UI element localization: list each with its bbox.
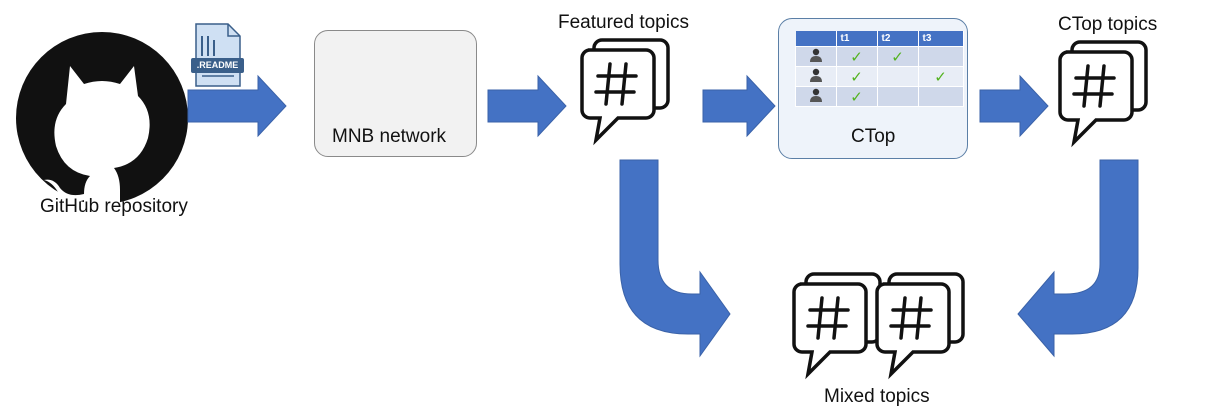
check-mark: [917, 46, 964, 67]
mnb-network-box: [314, 30, 477, 157]
arrow-featured-to-mixed: [619, 159, 731, 358]
ctop-header-t1: t1: [836, 31, 878, 47]
check-mark: ✓: [876, 46, 919, 67]
check-mark: [917, 86, 964, 107]
user-icon: [809, 68, 822, 82]
check-mark: ✓: [917, 66, 964, 87]
check-mark: ✓: [835, 66, 878, 87]
ctop-table: t1 t2 t3 ✓ ✓ ✓ ✓ ✓: [795, 31, 964, 107]
arrow-mnb-to-featured: [487, 74, 567, 138]
ctop-topics-icon: [1058, 40, 1148, 144]
readme-file-icon: [191, 23, 244, 87]
github-repository-label: GitHub repository: [40, 196, 188, 217]
table-row: ✓ ✓: [795, 66, 964, 87]
check-mark: ✓: [835, 86, 878, 107]
user-icon: [809, 88, 822, 102]
ctop-topics-label: CTop topics: [1058, 14, 1158, 35]
mixed-topics-label: Mixed topics: [824, 386, 930, 407]
github-octocat-icon: [16, 32, 188, 220]
mixed-topics-icon-left: [792, 272, 882, 376]
featured-topics-label: Featured topics: [558, 12, 689, 33]
arrow-github-to-mnb: [187, 74, 287, 138]
table-row: ✓ ✓: [795, 46, 964, 67]
arrow-ctop-to-ctoptopics: [979, 74, 1049, 138]
arrow-featured-to-ctop: [702, 74, 776, 138]
featured-topics-icon: [580, 38, 670, 142]
arrow-ctoptopics-to-mixed: [1017, 159, 1139, 358]
ctop-label: CTop: [851, 126, 896, 147]
user-icon: [809, 48, 822, 62]
ctop-header-t2: t2: [877, 31, 919, 47]
ctop-header-blank: [795, 31, 837, 47]
mixed-topics-icon-right: [875, 272, 965, 376]
table-row: ✓: [795, 86, 964, 107]
ctop-header-t3: t3: [918, 31, 964, 47]
mnb-network-label: MNB network: [332, 126, 447, 147]
readme-label: .README: [196, 60, 239, 70]
check-mark: ✓: [835, 46, 878, 67]
check-mark: [876, 86, 919, 107]
check-mark: [876, 66, 919, 87]
